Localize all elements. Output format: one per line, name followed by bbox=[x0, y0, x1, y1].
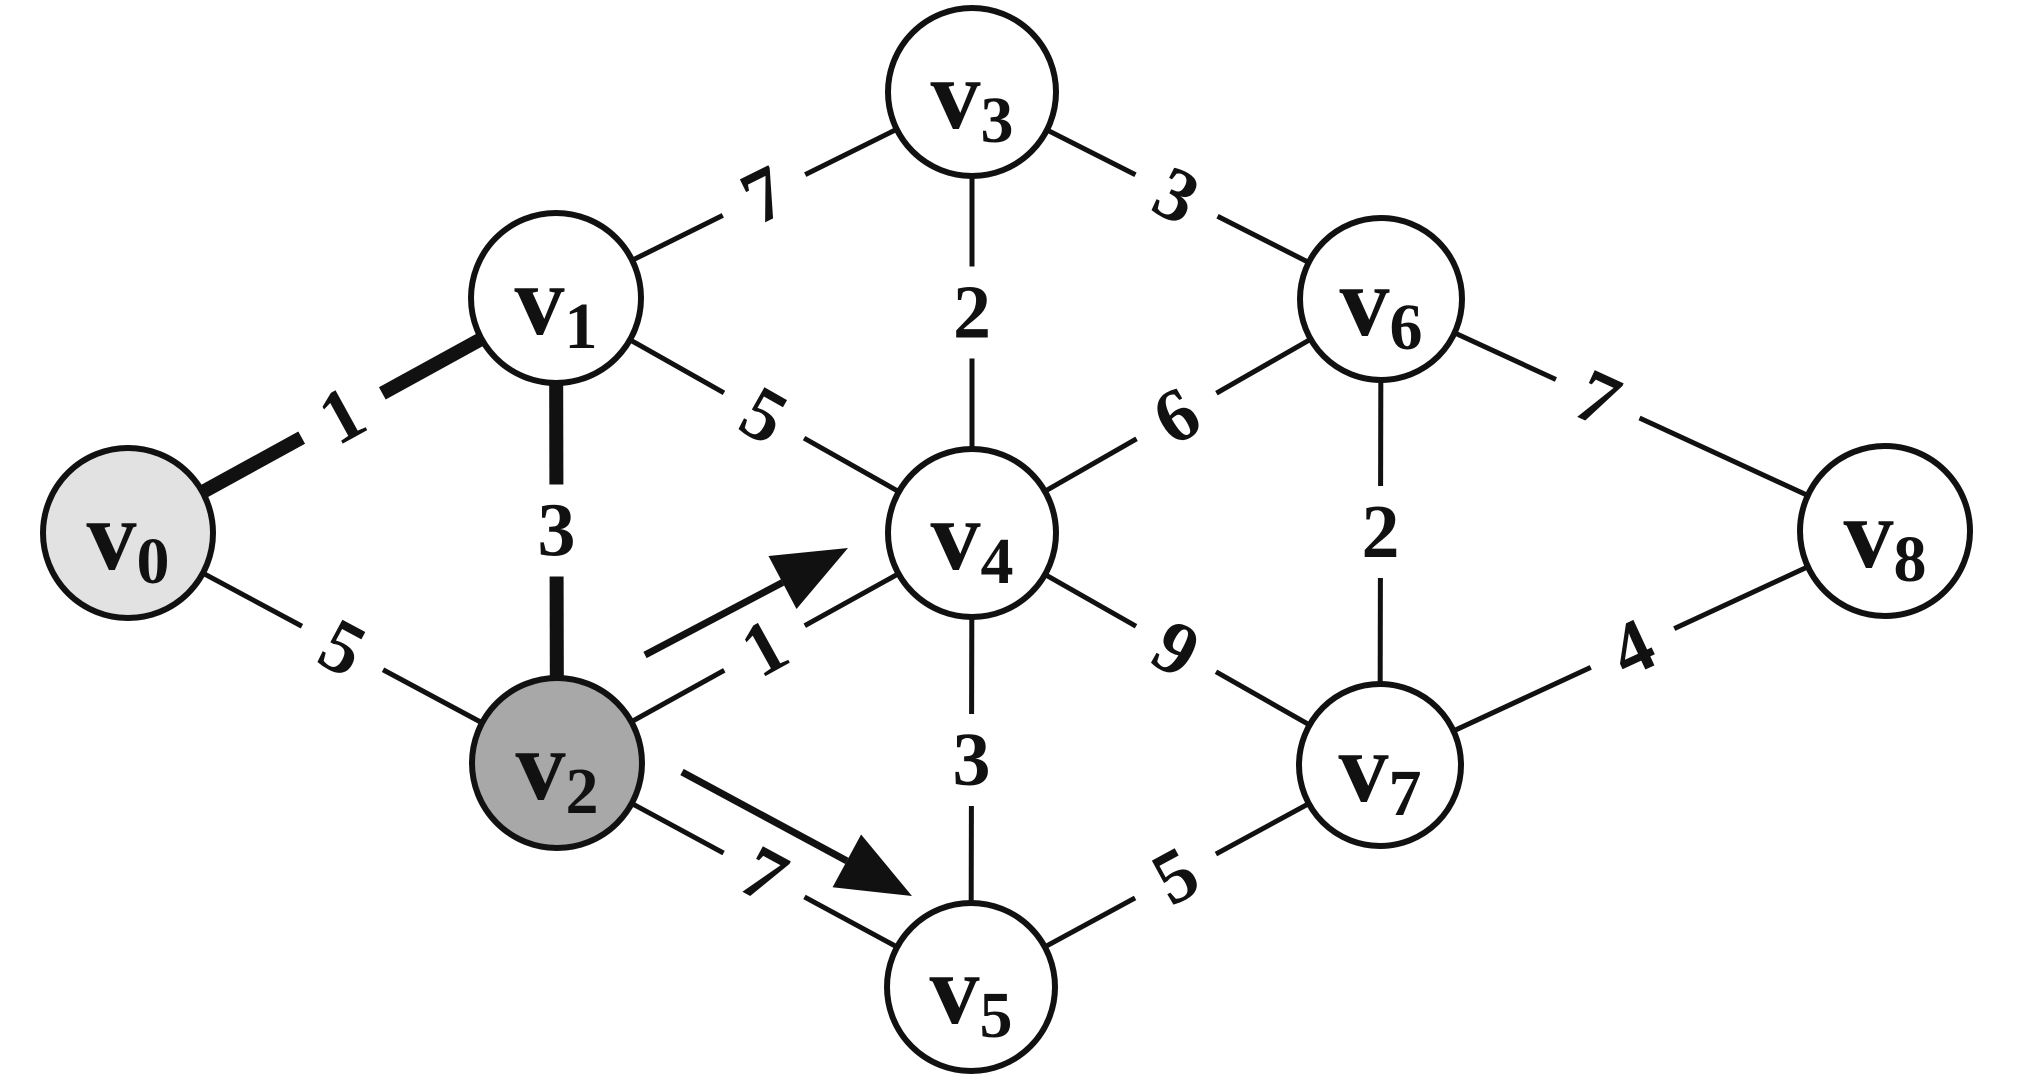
weight-label-v4-v6: 6 bbox=[1139, 370, 1214, 462]
weight-label-v6-v7: 2 bbox=[1362, 490, 1400, 574]
weight-label-v1-v4: 5 bbox=[727, 370, 801, 462]
node-v0 bbox=[40, 445, 216, 621]
node-label-v8: v8 bbox=[1844, 478, 1927, 596]
node-v4 bbox=[885, 446, 1059, 620]
weight-label-v0-v2: 5 bbox=[306, 602, 379, 694]
weight-label-v1-v2: 3 bbox=[538, 489, 576, 573]
node-label-v1: v1 bbox=[515, 245, 598, 363]
weight-label-v2-v4: 1 bbox=[728, 602, 802, 694]
node-label-v6: v6 bbox=[1340, 246, 1423, 364]
arrow-v2-to-v4-shaft bbox=[643, 579, 785, 659]
node-v5 bbox=[884, 900, 1058, 1074]
node-v1 bbox=[468, 210, 644, 386]
weight-label-v3-v6: 3 bbox=[1141, 149, 1213, 241]
node-label-v5: v5 bbox=[930, 934, 1013, 1052]
weight-label-v7-v8: 4 bbox=[1598, 602, 1668, 694]
weight-label-v1-v3: 7 bbox=[728, 149, 799, 241]
node-v2 bbox=[469, 675, 645, 851]
arrow-v2-to-v4-head bbox=[768, 548, 848, 609]
weight-label-v4-v7: 9 bbox=[1139, 603, 1214, 695]
weight-label-v4-v5: 3 bbox=[953, 718, 991, 802]
weight-label-v5-v7: 5 bbox=[1139, 830, 1212, 922]
node-v8 bbox=[1797, 443, 1973, 619]
node-label-v0: v0 bbox=[87, 480, 170, 598]
weight-label-v2-v5: 7 bbox=[727, 829, 800, 921]
weight-label-v3-v4: 2 bbox=[953, 271, 991, 355]
weight-label-v0-v1: 1 bbox=[305, 370, 379, 462]
node-v3 bbox=[885, 5, 1059, 179]
node-label-v7: v7 bbox=[1339, 712, 1422, 830]
node-label-v2: v2 bbox=[516, 710, 599, 828]
node-v6 bbox=[1297, 215, 1465, 383]
weight-label-v6-v8: 7 bbox=[1563, 353, 1633, 445]
node-label-v4: v4 bbox=[931, 480, 1014, 598]
node-v7 bbox=[1296, 681, 1464, 849]
arrow-v2-to-v5-head bbox=[832, 834, 912, 896]
node-label-v3: v3 bbox=[931, 39, 1014, 157]
arrow-v2-to-v5-shaft bbox=[680, 768, 849, 864]
